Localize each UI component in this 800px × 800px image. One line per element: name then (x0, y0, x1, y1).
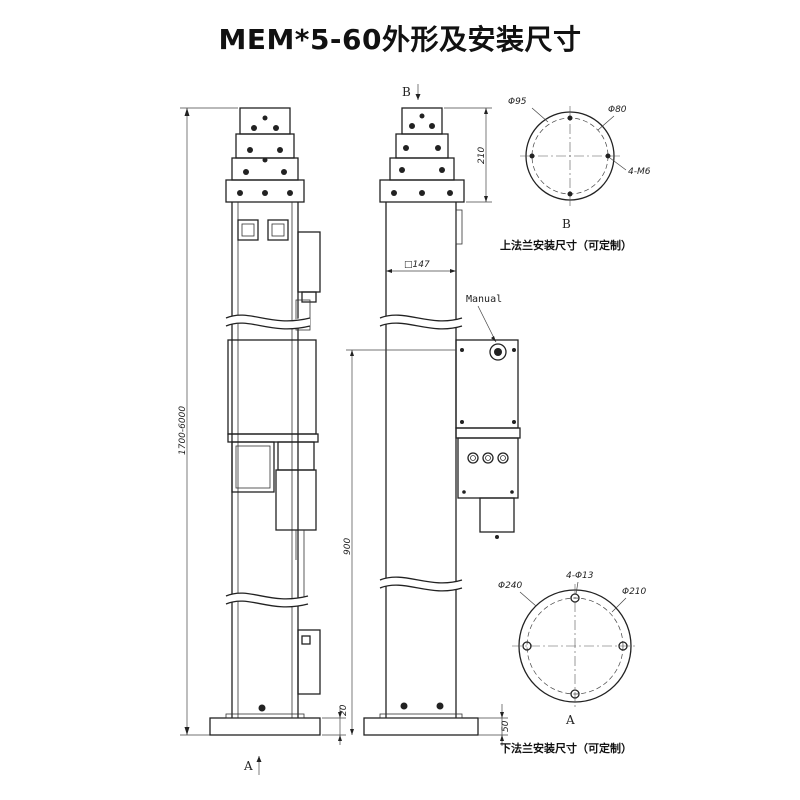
top-flange-caption: 上法兰安装尺寸（可定制） (500, 238, 632, 252)
top-flange-view-letter: B (562, 217, 571, 231)
top-flange-holes-dimension: 4-M6 (628, 167, 651, 177)
view-b-marker: B (402, 85, 411, 99)
base-thickness-dimension: 20 (339, 704, 349, 716)
top-stack-bolts (237, 115, 293, 196)
manual-height-dimension: 900 (343, 538, 353, 555)
top-flange-view: Φ95 Φ80 4-M6 B 上法兰安装尺寸（可定制） (500, 97, 651, 252)
bottom-flange-holes-dimension: 4-Φ13 (566, 571, 594, 581)
total-height-dimension: 1700-6000 (178, 406, 188, 455)
page-title: MEM*5-60外形及安装尺寸 (218, 23, 582, 56)
section-width-dimension: □147 (404, 260, 430, 270)
bottom-flange-view: Φ240 4-Φ13 Φ210 A 下法兰安装尺寸（可定制） (498, 571, 647, 755)
manual-label: Manual (466, 294, 502, 305)
view-a-marker: A (243, 759, 253, 773)
side-view: B 210 (343, 84, 521, 746)
bottom-flange-outer-dimension: Φ240 (498, 581, 523, 591)
top-stack-dimension: 210 (477, 147, 487, 164)
front-view: 1700-6000 (178, 107, 349, 775)
bottom-flange-caption: 下法兰安装尺寸（可定制） (500, 741, 632, 755)
base-side-dimension: 50 (501, 720, 511, 732)
side-stack-bolts (391, 113, 453, 196)
bottom-flange-inner-dimension: Φ210 (622, 587, 647, 597)
top-flange-inner-dimension: Φ80 (608, 105, 627, 115)
bottom-flange-view-letter: A (565, 713, 575, 727)
top-flange-outer-dimension: Φ95 (508, 97, 527, 107)
